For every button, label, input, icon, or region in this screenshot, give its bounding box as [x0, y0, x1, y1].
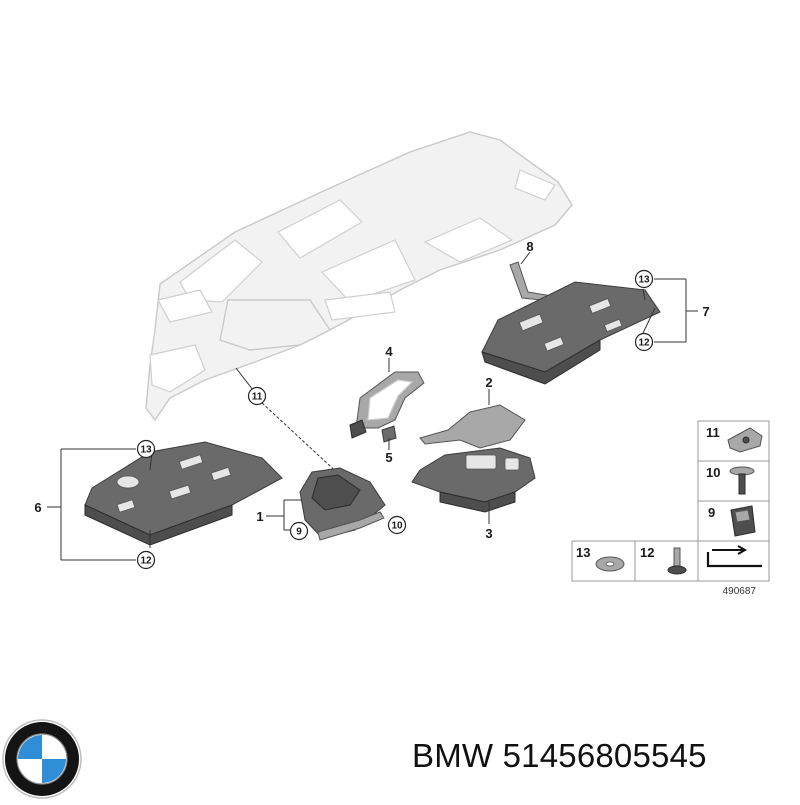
label-8: 8 — [526, 239, 533, 254]
part-4-5-vent-trim — [349, 371, 425, 443]
callout-10: 10 — [387, 515, 407, 535]
label-6: 6 — [34, 500, 41, 515]
label-5: 5 — [385, 450, 392, 465]
callout-9: 9 — [289, 521, 309, 541]
svg-text:12: 12 — [140, 556, 152, 567]
dashboard-outline — [145, 131, 573, 422]
svg-text:13: 13 — [576, 545, 590, 560]
svg-text:M: M — [39, 724, 47, 734]
callout-12-left: 12 — [136, 550, 156, 570]
svg-text:13: 13 — [638, 275, 650, 286]
svg-text:11: 11 — [252, 392, 263, 403]
svg-text:9: 9 — [708, 505, 715, 520]
part-2-console-trim — [419, 404, 526, 449]
label-7: 7 — [702, 304, 709, 319]
svg-text:10: 10 — [706, 465, 720, 480]
reference-code: 490687 — [723, 586, 757, 597]
part-caption: BMW 51456805545 — [412, 737, 707, 774]
svg-text:13: 13 — [140, 445, 152, 456]
svg-text:12: 12 — [640, 545, 654, 560]
svg-text:10: 10 — [391, 521, 403, 532]
callout-13-left: 13 — [136, 439, 156, 459]
part-7-trim-panel — [481, 281, 661, 385]
part-8-bracket — [509, 261, 553, 302]
svg-text:11: 11 — [706, 425, 720, 440]
svg-text:12: 12 — [638, 338, 650, 349]
callout-12-right: 12 — [634, 332, 654, 352]
label-2: 2 — [485, 375, 492, 390]
part-3-console-lower — [411, 447, 536, 513]
rivet-icon — [673, 547, 681, 567]
label-4: 4 — [385, 344, 393, 359]
label-3: 3 — [485, 526, 492, 541]
part-6-trim-panel — [84, 441, 283, 546]
label-1: 1 — [256, 509, 263, 524]
bracket-arrow-icon — [706, 552, 762, 568]
small-parts-inset: 11 10 9 13 12 — [571, 420, 770, 582]
svg-text:B: B — [14, 731, 26, 743]
part-1-glovebox — [299, 467, 386, 541]
callout-13-right: 13 — [634, 269, 654, 289]
callout-11: 11 — [247, 386, 267, 406]
bmw-logo: B M W — [2, 719, 82, 799]
svg-text:9: 9 — [296, 527, 302, 538]
